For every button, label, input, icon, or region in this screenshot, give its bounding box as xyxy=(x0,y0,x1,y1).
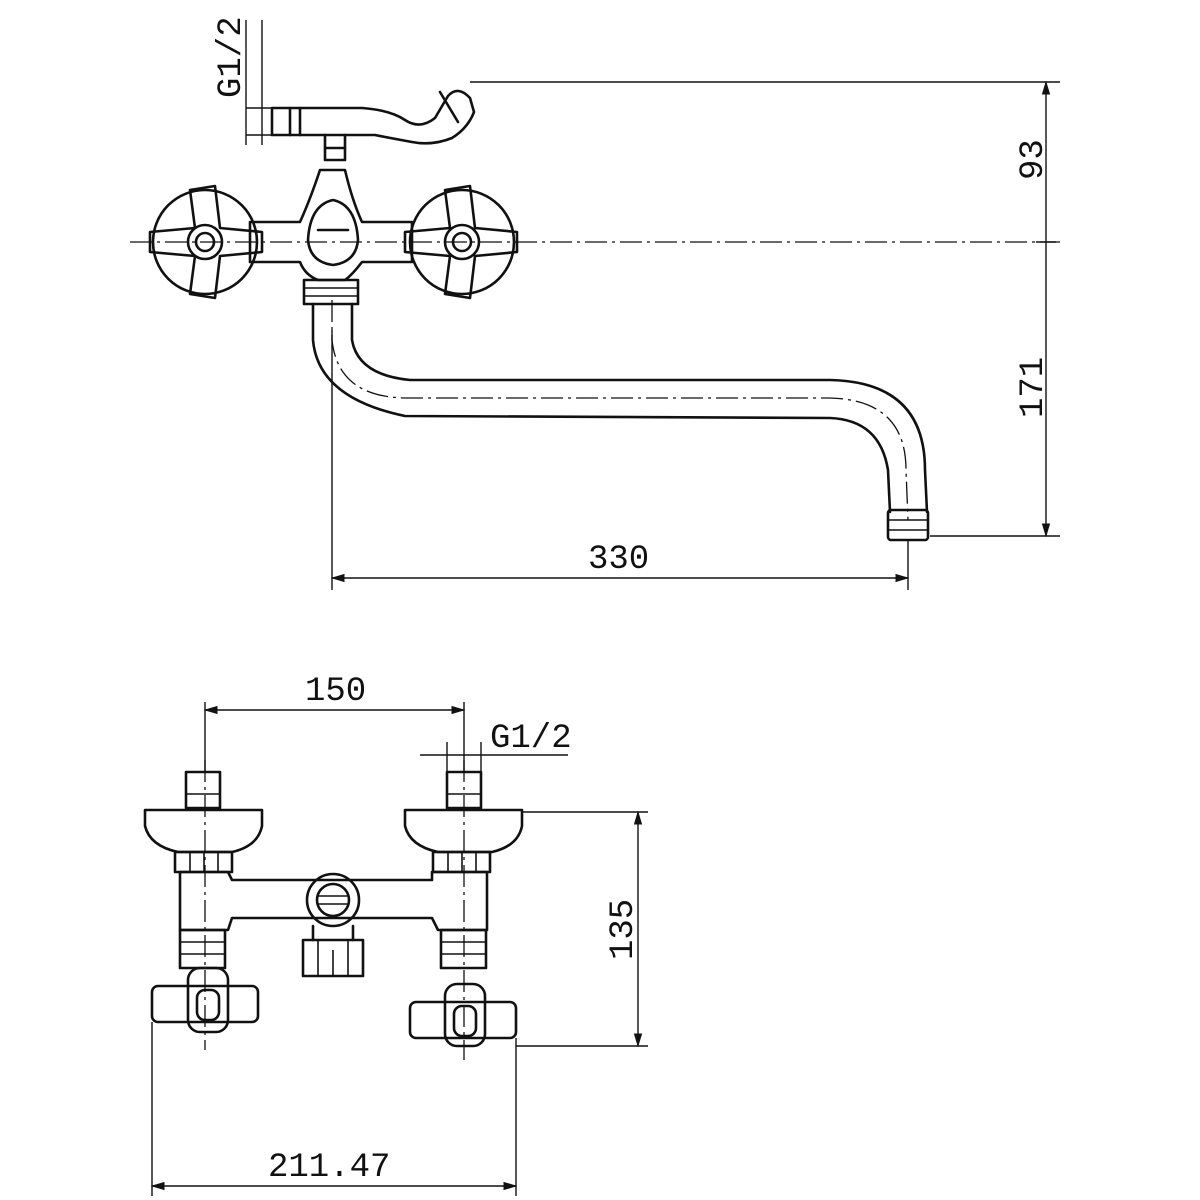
right-handle xyxy=(403,184,519,300)
spout-centerline xyxy=(331,300,909,521)
bottom-thread-label: G1/2 xyxy=(490,720,572,758)
drop-171-label: 171 xyxy=(1015,357,1053,418)
bottom-view-dimensions: 150 G1/2 135 211.47 xyxy=(150,673,648,1196)
left-handle xyxy=(148,184,264,300)
reach-330-label: 330 xyxy=(588,541,649,579)
height-135-label: 135 xyxy=(605,899,643,960)
height-93-label: 93 xyxy=(1015,139,1053,180)
diverter-knob xyxy=(306,198,360,267)
centers-150-label: 150 xyxy=(305,673,366,711)
right-handle-cap xyxy=(403,808,524,854)
spout xyxy=(311,302,892,514)
right-eccentric xyxy=(408,1000,518,1040)
left-handle-cap xyxy=(143,808,264,854)
shower-outlet-arm xyxy=(270,89,476,145)
width-211-47-label: 211.47 xyxy=(268,1149,390,1187)
top-view-faucet xyxy=(130,89,1060,542)
diverter xyxy=(305,872,361,928)
spout-nut xyxy=(302,278,360,306)
top-view-dimensions: G1/2 93 171 330 xyxy=(213,16,1060,590)
bottom-body xyxy=(178,870,489,932)
top-thread-label: G1/2 xyxy=(213,16,251,98)
spout-inner xyxy=(350,302,929,514)
bottom-view-faucet xyxy=(143,760,524,1060)
faucet-body xyxy=(248,168,414,282)
aerator xyxy=(886,508,930,542)
